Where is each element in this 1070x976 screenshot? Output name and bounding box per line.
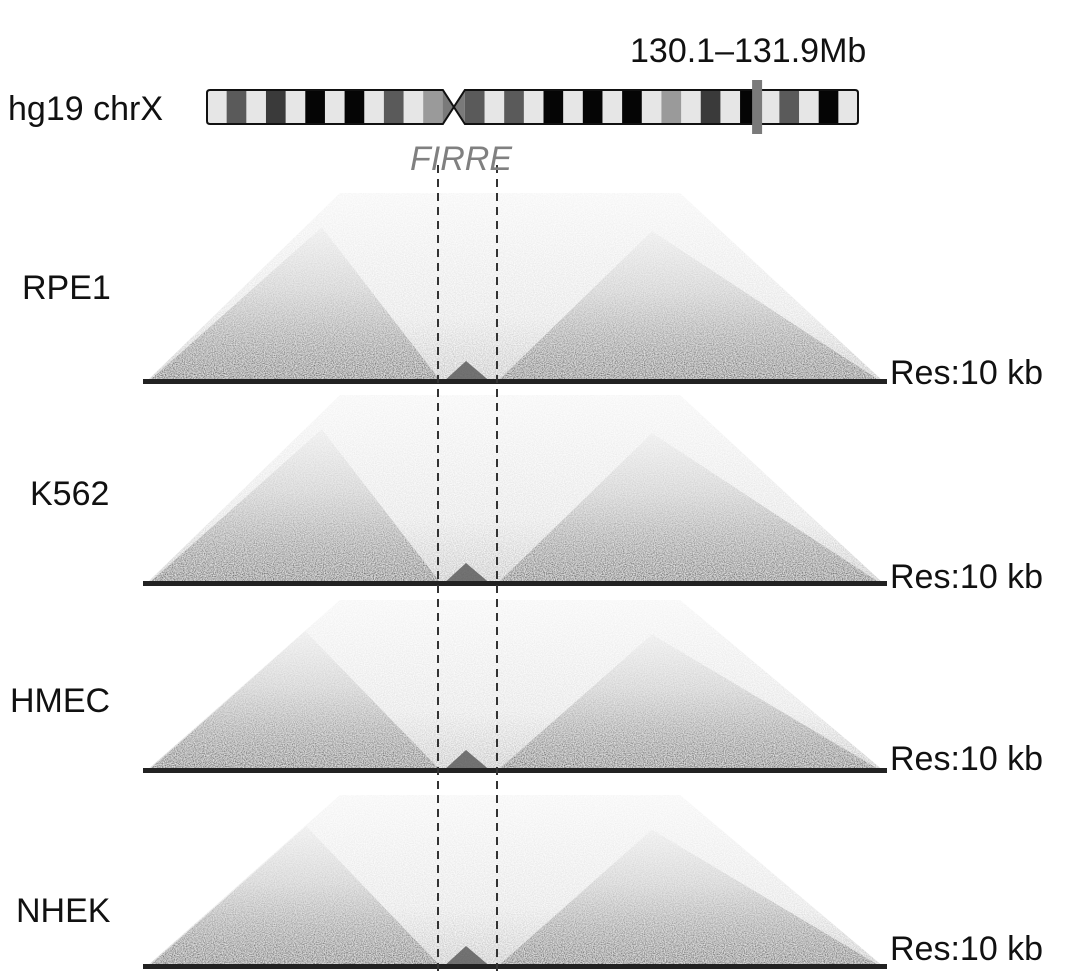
ideogram-band xyxy=(403,90,424,124)
hic-domain-left xyxy=(147,227,442,383)
ideogram-band xyxy=(207,90,228,124)
ideogram-band xyxy=(622,90,643,124)
ideogram-band xyxy=(700,90,721,124)
sample-label-nhek: NHEK xyxy=(16,892,111,930)
genome-label: hg19 chrX xyxy=(8,90,163,128)
ideogram-band xyxy=(799,90,820,124)
hic-panel-rpe1 xyxy=(143,193,887,384)
hic-domain-left xyxy=(147,429,442,585)
ideogram-band xyxy=(582,90,603,124)
ideogram-band xyxy=(265,90,287,124)
resolution-label-rpe1: Res:10 kb xyxy=(890,354,1044,392)
hic-domain-firre xyxy=(442,750,492,772)
ideogram-band xyxy=(484,90,505,124)
ideogram-band xyxy=(324,90,345,124)
ideogram-band xyxy=(543,90,564,124)
ideogram-p-arm-outline xyxy=(206,89,456,125)
ideogram-band xyxy=(423,90,444,124)
resolution-label-nhek: Res:10 kb xyxy=(890,930,1044,968)
chromosome-ideogram xyxy=(206,80,859,134)
firre-guide-lines xyxy=(437,165,498,976)
ideogram-band xyxy=(226,90,247,124)
sample-label-hmec: HMEC xyxy=(10,682,111,720)
hic-domain-firre xyxy=(442,946,492,968)
resolution-label-hmec: Res:10 kb xyxy=(890,740,1044,778)
hic-domain-left xyxy=(147,826,442,968)
ideogram-band xyxy=(285,90,306,124)
hic-domain-firre xyxy=(442,563,492,585)
hic-diagonal xyxy=(143,379,887,384)
hic-domain-right xyxy=(496,634,883,772)
hic-domain-right xyxy=(496,433,883,585)
ideogram-band xyxy=(344,90,365,124)
ideogram-band xyxy=(759,90,780,124)
ideogram-q-arm-outline xyxy=(452,89,859,125)
hic-heatmap-stack xyxy=(143,193,887,969)
ideogram-band xyxy=(838,90,859,124)
region-label: 130.1–131.9Mb xyxy=(630,32,867,70)
ideogram-band xyxy=(305,90,326,124)
hic-panel-hmec xyxy=(143,600,887,773)
ideogram-band xyxy=(720,90,741,124)
ideogram-band xyxy=(818,90,839,124)
firre-locus-label: FIRRE xyxy=(410,140,512,178)
hic-domain-right xyxy=(496,231,883,383)
ideogram-band xyxy=(383,90,404,124)
ideogram-band xyxy=(563,90,584,124)
ideogram-band xyxy=(661,90,682,124)
ideogram-band xyxy=(246,90,267,124)
resolution-label-k562: Res:10 kb xyxy=(890,558,1044,596)
ideogram-region-highlight xyxy=(752,80,763,134)
hic-diagonal xyxy=(143,581,887,586)
ideogram-band xyxy=(641,90,662,124)
sample-label-rpe1: RPE1 xyxy=(22,269,111,307)
ideogram-band xyxy=(364,90,385,124)
hic-domain-left xyxy=(147,630,442,772)
ideogram-band xyxy=(523,90,544,124)
sample-label-k562: K562 xyxy=(30,475,110,513)
ideogram-band xyxy=(504,90,525,124)
hic-diagonal xyxy=(143,964,887,969)
hic-panel-k562 xyxy=(143,395,887,586)
hic-domain-firre xyxy=(442,361,492,383)
ideogram-band xyxy=(602,90,623,124)
ideogram-band xyxy=(779,90,800,124)
ideogram-band xyxy=(464,90,485,124)
hic-domain-right xyxy=(496,829,883,968)
hic-panel-nhek xyxy=(143,795,887,969)
ideogram-band xyxy=(681,90,702,124)
hic-diagonal xyxy=(143,768,887,773)
